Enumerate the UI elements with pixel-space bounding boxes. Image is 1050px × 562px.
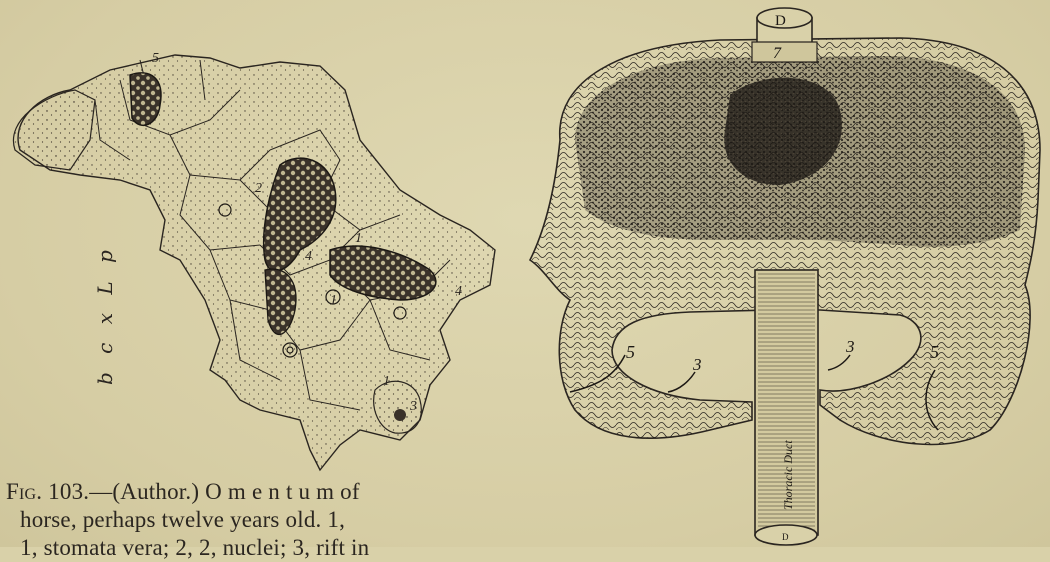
book-page: 5 2 1 4 1 1 3 4 b c x L p [0, 0, 1050, 547]
caption-line-3: 1, stomata vera; 2, 2, nuclei; 3, rift i… [6, 534, 506, 562]
duct-name: Thoracic Duct [781, 440, 795, 510]
duct-bottom-label: D [782, 532, 789, 542]
vessel-label: 7 [773, 45, 782, 62]
caption-line-2: horse, perhaps twelve years old. 1, [6, 506, 506, 534]
callout-5-left: 5 [626, 342, 635, 362]
callout-3-right: 3 [845, 337, 855, 356]
figure-caption: Fig. 103.—(Author.) O m e n t u m of hor… [6, 478, 506, 562]
caption-line-1-rest: 103.—(Author.) O m e n t u m of [42, 479, 360, 504]
caption-line-1: Fig. 103.—(Author.) O m e n t u m of [6, 478, 506, 506]
thoracic-duct-drawing: D 7 D Thoracic Duct 5 3 3 5 [0, 0, 1050, 547]
vessel-collar [752, 42, 817, 62]
callout-3-left: 3 [692, 355, 702, 374]
callout-5-right: 5 [930, 342, 939, 362]
figure-label: Fig. [6, 479, 42, 504]
duct-top-label: D [775, 13, 786, 29]
